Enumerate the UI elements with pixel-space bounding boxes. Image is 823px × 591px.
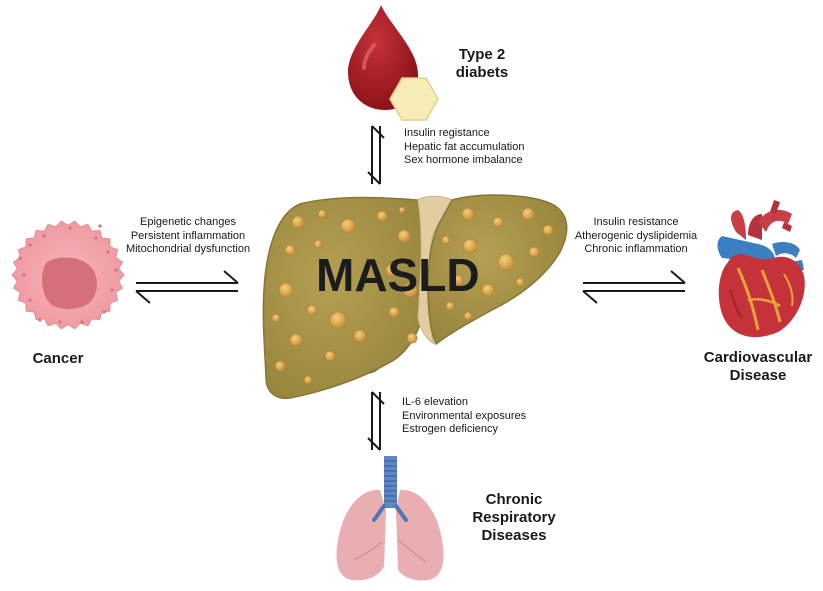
cell-dot <box>102 310 106 314</box>
liver-illustration <box>262 194 568 400</box>
diabetes-label-line2: diabets <box>455 64 509 81</box>
cell-dot <box>18 256 22 260</box>
cell-dot <box>114 268 118 272</box>
fat-droplet <box>463 311 473 321</box>
fat-droplet <box>289 333 303 347</box>
arrow-right <box>582 270 686 304</box>
fat-droplet <box>340 218 356 234</box>
respiratory-label: Chronic Respiratory Diseases <box>466 491 562 545</box>
factor-text: Sex hormone imbalance <box>404 154 523 166</box>
fat-droplet <box>452 274 464 286</box>
fat-droplet <box>271 313 281 323</box>
link-right-factors: Insulin resistance Atherogenic dyslipide… <box>562 216 710 257</box>
cardio-label-line1: Cardiovascular <box>703 349 813 366</box>
cell-dot <box>94 236 98 240</box>
factor-text: Estrogen deficiency <box>402 423 498 435</box>
cell-dot <box>106 250 110 254</box>
blood-drop-sugar-icon <box>348 5 439 121</box>
arrow-top <box>367 125 385 185</box>
factor-text: Insulin resistance <box>593 216 679 228</box>
fat-droplet <box>303 375 313 385</box>
fat-droplet <box>461 207 475 221</box>
factor-text: Epigenetic changes <box>139 216 236 228</box>
diabetes-label-line1: Type 2 <box>458 46 506 63</box>
fat-droplet <box>376 210 388 222</box>
factor-text: IL-6 elevation <box>402 396 469 408</box>
cancer-cell-icon <box>11 220 125 330</box>
fat-droplet <box>324 350 336 362</box>
fat-droplet <box>397 229 411 243</box>
fat-droplet <box>291 215 305 229</box>
cell-dot <box>68 226 72 230</box>
arrow-bottom <box>367 391 385 451</box>
link-left-factors: Epigenetic changes Persistent inflammati… <box>110 216 266 257</box>
fat-droplet <box>528 246 540 258</box>
fat-droplet <box>329 311 347 329</box>
heart-icon <box>717 200 805 338</box>
cell-dot <box>28 243 32 247</box>
fat-droplet <box>274 360 286 372</box>
fat-droplet <box>402 282 418 298</box>
factor-text: Atherogenic dyslipidemia <box>574 229 698 242</box>
factor-text: Persistent inflammation <box>130 229 246 242</box>
factor-text: Environmental exposures <box>402 409 527 422</box>
factor-text: Mitochondrial dysfunction <box>125 243 251 255</box>
diabetes-label: Type 2 diabets <box>446 46 518 82</box>
cell-dot <box>38 318 42 322</box>
link-bottom-factors: IL-6 elevation Environmental exposures E… <box>402 396 526 437</box>
cell-dot <box>22 273 26 277</box>
cell-dot <box>58 320 62 324</box>
fat-droplet <box>521 207 535 221</box>
cell-dot <box>110 288 114 292</box>
fat-droplet <box>313 239 323 249</box>
fat-droplet <box>353 329 367 343</box>
cardio-label: Cardiovascular Disease <box>694 349 822 385</box>
fat-droplet <box>542 224 554 236</box>
factor-text: Insulin registance <box>404 127 490 139</box>
fat-droplet <box>441 235 451 245</box>
fat-droplet <box>406 332 418 344</box>
factor-text: Hepatic fat accumulation <box>404 140 525 153</box>
link-top-factors: Insulin registance Hepatic fat accumulat… <box>404 127 524 168</box>
fat-droplet <box>445 301 455 311</box>
fat-droplet <box>385 263 399 277</box>
arrow-left <box>135 270 239 304</box>
cell-dot <box>28 298 32 302</box>
fat-droplet <box>492 216 504 228</box>
cardio-label-line2: Disease <box>729 367 787 384</box>
cancer-label: Cancer <box>32 350 84 367</box>
fat-droplet <box>497 253 515 271</box>
fat-droplet <box>306 304 318 316</box>
fat-droplet <box>388 306 400 318</box>
respiratory-label-line3: Diseases <box>481 527 547 544</box>
fat-droplet <box>515 277 525 287</box>
respiratory-label-line2: Respiratory <box>472 509 556 526</box>
fat-droplet <box>278 282 294 298</box>
fat-droplet <box>317 209 327 219</box>
cell-dot <box>80 320 84 324</box>
fat-droplet <box>284 244 296 256</box>
fat-droplet <box>481 283 495 297</box>
fat-droplet <box>462 238 478 254</box>
lungs-icon <box>336 456 444 581</box>
masld-title: MASLD <box>316 249 480 301</box>
cell-dot <box>42 234 46 238</box>
fat-droplet <box>398 206 406 214</box>
respiratory-label-line1: Chronic <box>485 491 543 508</box>
factor-text: Chronic inflammation <box>584 243 688 255</box>
cell-dot <box>98 224 102 228</box>
